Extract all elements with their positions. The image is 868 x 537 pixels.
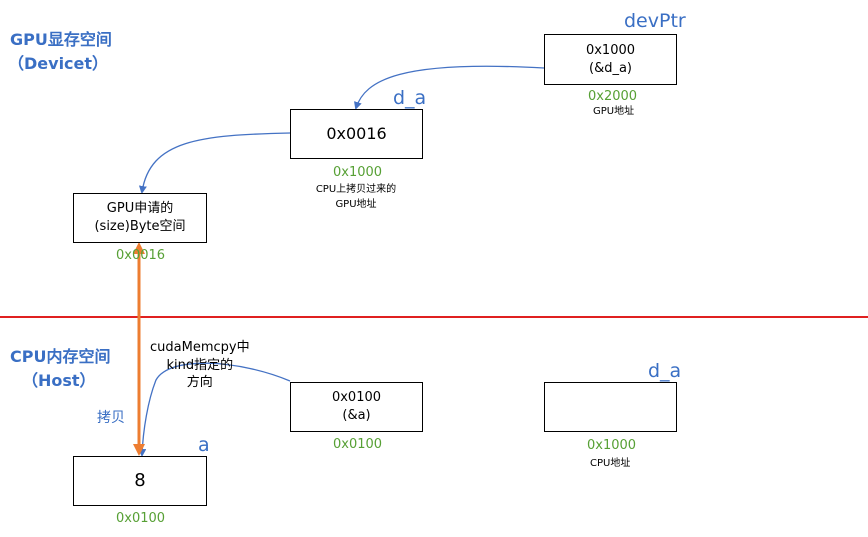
- gpu-region-subtitle: （Devicet）: [8, 54, 109, 73]
- devptr-box-line2: (&d_a): [589, 60, 632, 76]
- devptr-var-name: devPtr: [624, 10, 686, 32]
- cpu-d_a-caption: CPU地址: [590, 458, 631, 469]
- gpu-d_a-address: 0x1000: [333, 165, 383, 180]
- memcpy-line1: cudaMemcpy中: [150, 340, 250, 355]
- devptr-box: 0x1000 (&d_a): [544, 34, 677, 85]
- cpu-ptr-a-address: 0x0100: [333, 437, 383, 452]
- gpu-alloc-box: GPU申请的 (size)Byte空间: [73, 193, 207, 243]
- gpu-alloc-line1: GPU申请的: [106, 201, 174, 217]
- devptr-caption: GPU地址: [593, 106, 635, 117]
- devptr-to-d_a-arrow: [354, 65, 545, 110]
- cpu-d_a-var-name: d_a: [648, 360, 682, 382]
- d_a-to-alloc-arrow: [138, 132, 291, 194]
- cpu-ptr-a-line2: (&a): [342, 408, 371, 423]
- cpu-region-subtitle: （Host）: [22, 371, 96, 390]
- cpu-a-var-name: a: [198, 434, 210, 456]
- devptr-address: 0x2000: [588, 89, 638, 104]
- cpu-a-value: 8: [134, 469, 146, 491]
- memcpy-line2: kind指定的: [166, 357, 234, 373]
- cpu-d_a-address: 0x1000: [587, 438, 637, 453]
- gpu-region-title: GPU显存空间: [10, 30, 112, 49]
- gpu-d_a-caption: CPU上拷贝过来的 GPU地址: [300, 183, 412, 212]
- copy-label: 拷贝: [97, 410, 125, 426]
- gpu-d_a-value: 0x0016: [326, 124, 387, 144]
- memcpy-annotation: cudaMemcpy中 kind指定的 方向: [150, 339, 250, 392]
- cpu-a-address: 0x0100: [116, 511, 166, 526]
- gpu-alloc-address: 0x0016: [116, 248, 166, 263]
- cpu-ptr-a-line1: 0x0100: [331, 390, 382, 406]
- gpu-d_a-box: 0x0016: [290, 109, 423, 159]
- memcpy-line3: 方向: [186, 375, 213, 391]
- gpu-alloc-line2: (size)Byte空间: [94, 219, 186, 234]
- gpu-d_a-var-name: d_a: [393, 87, 427, 109]
- cpu-a-box: 8: [73, 456, 207, 506]
- cpu-region-title: CPU内存空间: [10, 347, 111, 366]
- devptr-box-line1: 0x1000: [585, 42, 636, 58]
- gpu-d_a-caption-line1: CPU上拷贝过来的: [315, 184, 397, 195]
- gpu-d_a-caption-line2: GPU地址: [335, 198, 377, 210]
- cpu-d_a-box: [544, 382, 677, 432]
- cpu-ptr-a-box: 0x0100 (&a): [290, 382, 423, 432]
